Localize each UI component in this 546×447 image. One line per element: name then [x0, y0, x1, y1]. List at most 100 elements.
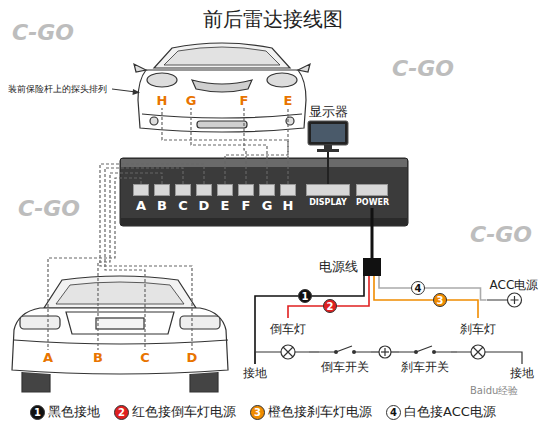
monitor-icon-part	[308, 121, 348, 145]
node-label: F	[238, 198, 254, 213]
wire-connector	[255, 276, 364, 364]
node-label: D	[196, 198, 212, 213]
power-junction: 电源线	[319, 258, 381, 276]
node-label: E	[282, 93, 295, 108]
sensor-label: H	[155, 93, 170, 108]
callout-number: 1	[34, 406, 41, 419]
node-label: 刹车开关	[399, 360, 451, 374]
rear-car-part	[66, 312, 174, 334]
control-box-part	[121, 159, 407, 167]
legend-swatch: 4	[386, 405, 401, 420]
wire-connector	[374, 276, 478, 318]
switch-icon-part	[352, 350, 356, 354]
rear-car-part	[180, 316, 220, 329]
port-socket	[217, 184, 233, 196]
node-label: F	[238, 93, 251, 108]
wire-connector	[98, 173, 162, 350]
node-label: POWER	[356, 198, 388, 208]
switch-icon-part	[414, 350, 418, 354]
cable-port: POWER	[356, 184, 388, 208]
front-car-part	[134, 64, 310, 72]
port-socket	[196, 184, 212, 196]
acc-terminal: ACC电源	[487, 276, 542, 308]
legend-text: 橙色接刹车灯电源	[268, 403, 372, 421]
node-label: A	[133, 198, 149, 213]
node-label: 刹车灯	[457, 322, 499, 336]
callout-arrow-part	[112, 89, 136, 92]
node-label: 接地	[243, 366, 267, 380]
ground-terminal: 接地	[243, 364, 267, 380]
port-socket	[154, 184, 170, 196]
node-label: ACC电源	[487, 278, 542, 292]
sensor-port: E	[217, 184, 233, 213]
wire-connector	[100, 164, 204, 350]
node-label: C	[138, 350, 152, 365]
legend-item: 2 红色接倒车灯电源	[114, 403, 236, 421]
sensor-port: H	[280, 184, 296, 213]
junction-box	[363, 258, 381, 276]
lamp-icon-part	[473, 347, 483, 357]
sensor-label: C	[138, 350, 152, 365]
node-label: H	[280, 198, 296, 213]
wire-number: 1	[298, 289, 312, 303]
sensor-port: A	[133, 184, 149, 213]
wire-connector	[327, 152, 329, 184]
front-car-part	[154, 43, 290, 68]
rear-car	[12, 276, 228, 392]
node-label: B	[154, 198, 170, 213]
wire-connector	[309, 351, 319, 352]
node-label: DISPLAY	[306, 198, 350, 208]
legend-text: 白色接ACC电源	[404, 403, 496, 421]
wire-connector	[499, 352, 522, 364]
front-car	[134, 43, 310, 132]
cable-port: DISPLAY	[306, 184, 350, 208]
terminal-icon-part	[507, 293, 521, 307]
lamp-icon	[267, 344, 309, 360]
lamp-icon-part	[471, 345, 485, 359]
wire-connector	[451, 351, 457, 352]
node-label: A	[41, 350, 55, 365]
node-label: C	[175, 198, 191, 213]
watermark: C-GO	[470, 222, 532, 247]
wire-connector	[288, 276, 369, 318]
switch-symbol: 刹车开关	[399, 344, 451, 374]
rear-car-part	[22, 372, 218, 392]
port-socket	[238, 184, 254, 196]
ground-terminal: 接地	[510, 364, 534, 380]
sensor-label: D	[185, 350, 200, 365]
legend-text: 红色接倒车灯电源	[132, 403, 236, 421]
front-car-part	[286, 117, 294, 125]
power-symbol-part	[384, 348, 385, 356]
wire-number: 4	[411, 281, 425, 295]
legend-swatch: 2	[114, 405, 129, 420]
node-label: H	[155, 93, 170, 108]
callout-arrow	[112, 89, 140, 95]
wire-number: 2	[323, 299, 337, 313]
front-car-part	[150, 117, 158, 125]
wire-number: 3	[433, 293, 447, 307]
port-socket	[175, 184, 191, 196]
sensor-label: G	[184, 93, 199, 108]
callout-arrow-part	[133, 89, 141, 95]
sensor-port: D	[196, 184, 212, 213]
sensor-port: C	[175, 184, 191, 213]
node-label: E	[217, 198, 233, 213]
node-label: G	[259, 198, 275, 213]
wire-connector	[225, 108, 288, 184]
callout-number: 3	[254, 406, 261, 419]
front-car-part	[197, 121, 247, 128]
switch-icon-part	[319, 346, 371, 352]
power-symbol	[379, 346, 391, 358]
legend-swatch: 1	[30, 405, 45, 420]
node-label: B	[91, 350, 105, 365]
wire-connector	[255, 352, 267, 364]
switch-icon	[399, 344, 451, 360]
node-label: 接地	[510, 366, 534, 380]
switch-icon	[319, 344, 371, 360]
port-socket	[280, 184, 296, 196]
watermark: C-GO	[12, 20, 74, 45]
callout-number: 2	[118, 406, 125, 419]
